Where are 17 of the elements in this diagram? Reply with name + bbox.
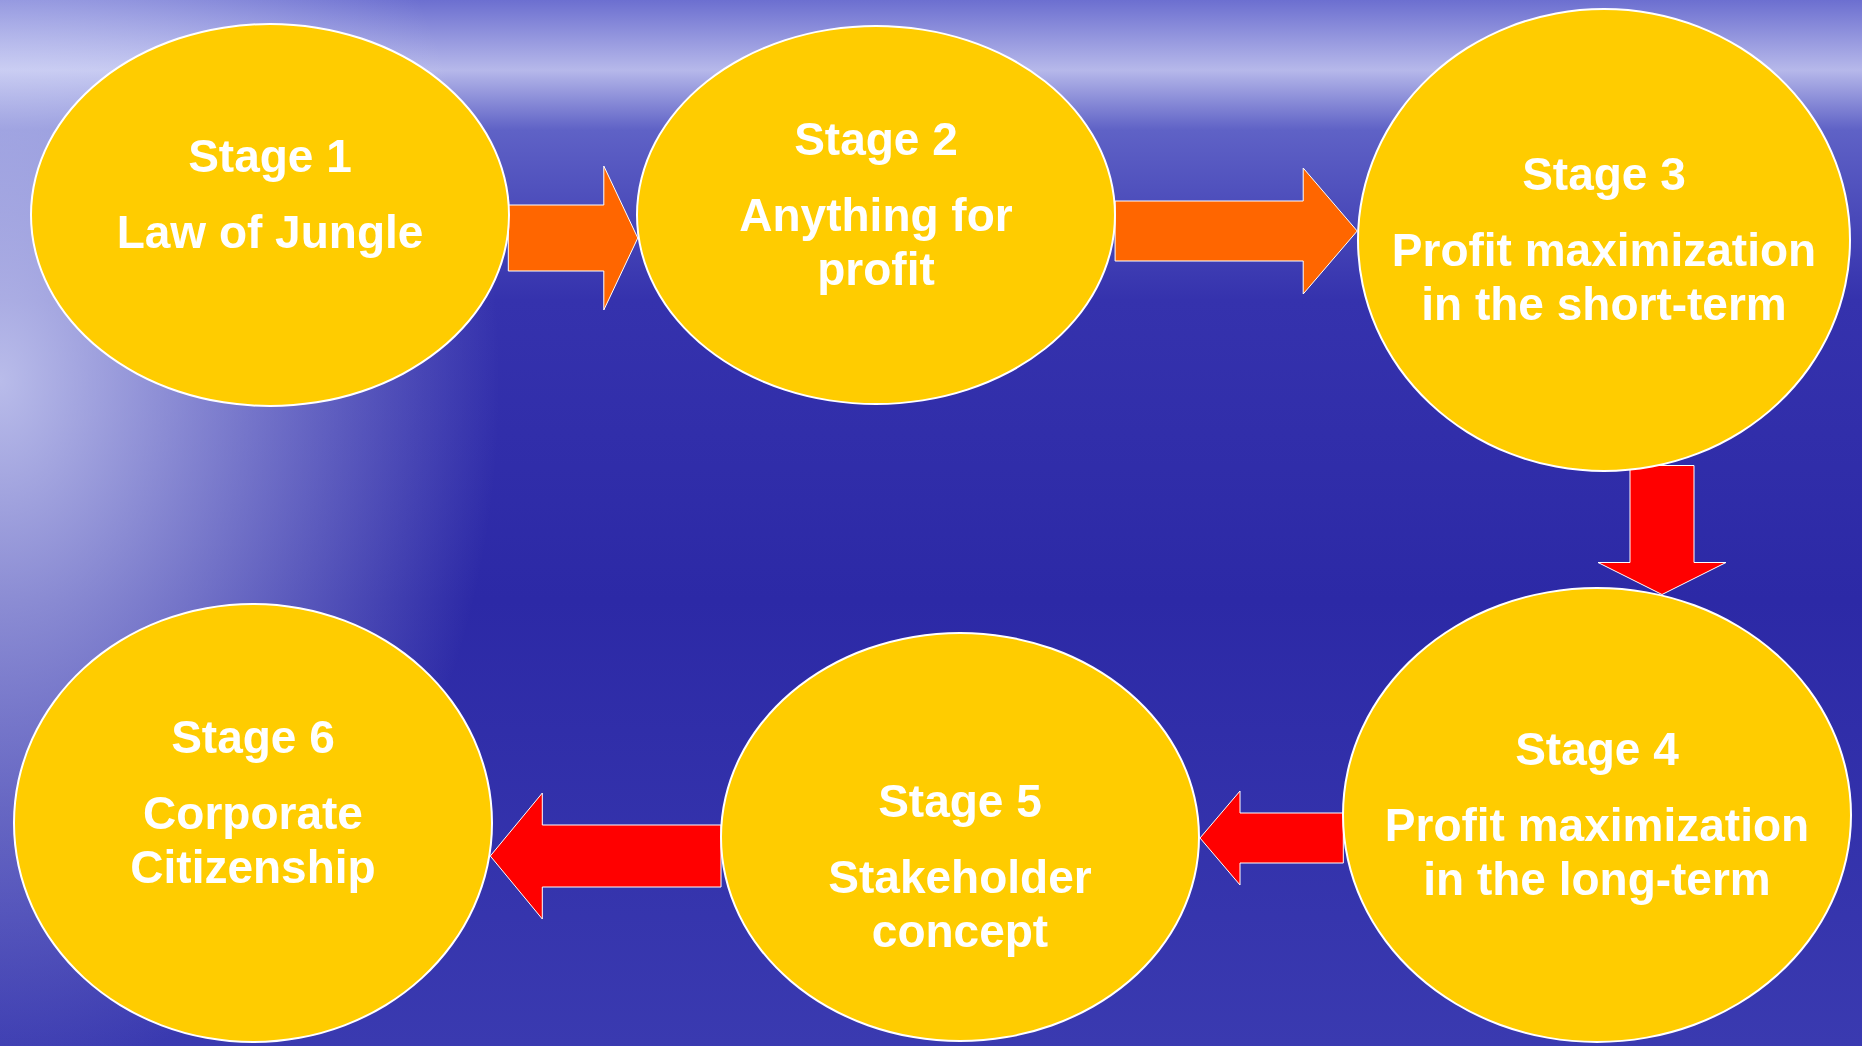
stage-description: Profit maximization in the long-term (1383, 799, 1811, 907)
stage-title: Stage 2 (794, 113, 958, 168)
stage-title: Stage 4 (1515, 723, 1679, 778)
block-arrow (1114, 167, 1358, 295)
block-arrow (1199, 790, 1344, 886)
stage-description: Corporate Citizenship (129, 787, 377, 895)
stage-description: Anything for profit (738, 189, 1014, 297)
stage-title: Stage 1 (188, 130, 352, 184)
block-arrow (489, 792, 722, 920)
stage-description: Stakeholder concept (827, 851, 1093, 959)
block-arrow (1597, 465, 1727, 595)
stage-title: Stage 3 (1522, 148, 1686, 203)
stage-title: Stage 5 (878, 775, 1042, 830)
block-arrow (507, 165, 639, 311)
stage-title: Stage 6 (171, 711, 335, 766)
stage-description: Law of Jungle (116, 206, 424, 260)
stage-description: Profit maximization in the short-term (1390, 224, 1818, 332)
